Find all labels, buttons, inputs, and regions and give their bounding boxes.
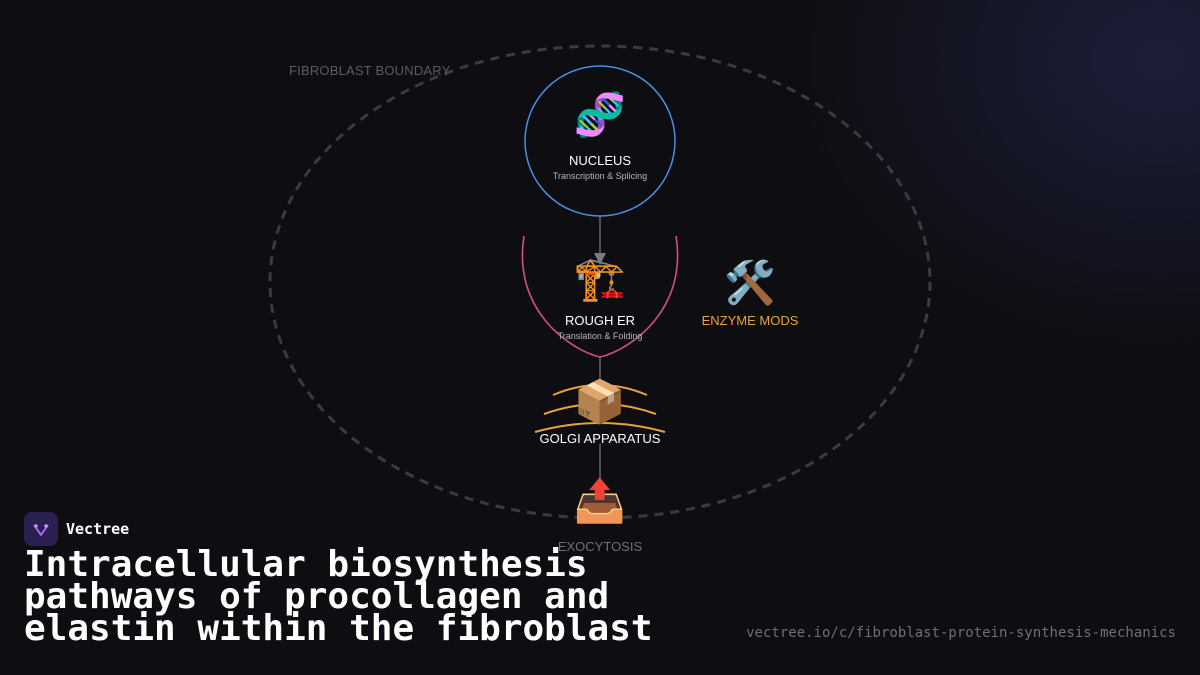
crane-icon: 🏗️ — [573, 255, 627, 302]
source-url[interactable]: vectree.io/c/fibroblast-protein-synthesi… — [746, 625, 1176, 641]
page-title: Intracellular biosynthesis pathways of p… — [24, 544, 653, 649]
dna-icon: 🧬 — [573, 91, 627, 138]
fibroblast-boundary — [268, 44, 932, 520]
outbox-tray-icon: 📤 — [573, 477, 627, 524]
nucleus-title: NUCLEUS — [568, 153, 632, 168]
exocytosis-title: EXOCYTOSIS — [557, 539, 643, 554]
nucleus-subtitle: Transcription & Splicing — [552, 171, 648, 181]
brand[interactable]: Vectree — [24, 512, 129, 546]
boundary-label: FIBROBLAST BOUNDARY — [289, 63, 451, 78]
rough-er-subtitle: Translation & Folding — [557, 331, 643, 341]
tools-icon: 🛠️ — [723, 259, 777, 306]
rough-er-title: ROUGH ER — [564, 313, 636, 328]
package-icon: 📦 — [573, 378, 627, 425]
golgi-title: GOLGI APPARATUS — [539, 431, 661, 446]
vectree-logo-icon — [24, 512, 58, 546]
nucleus-circle — [524, 65, 676, 217]
enzyme-mods-title: ENZYME MODS — [701, 313, 799, 328]
golgi-cisternae — [534, 384, 666, 433]
brand-name: Vectree — [66, 520, 130, 538]
